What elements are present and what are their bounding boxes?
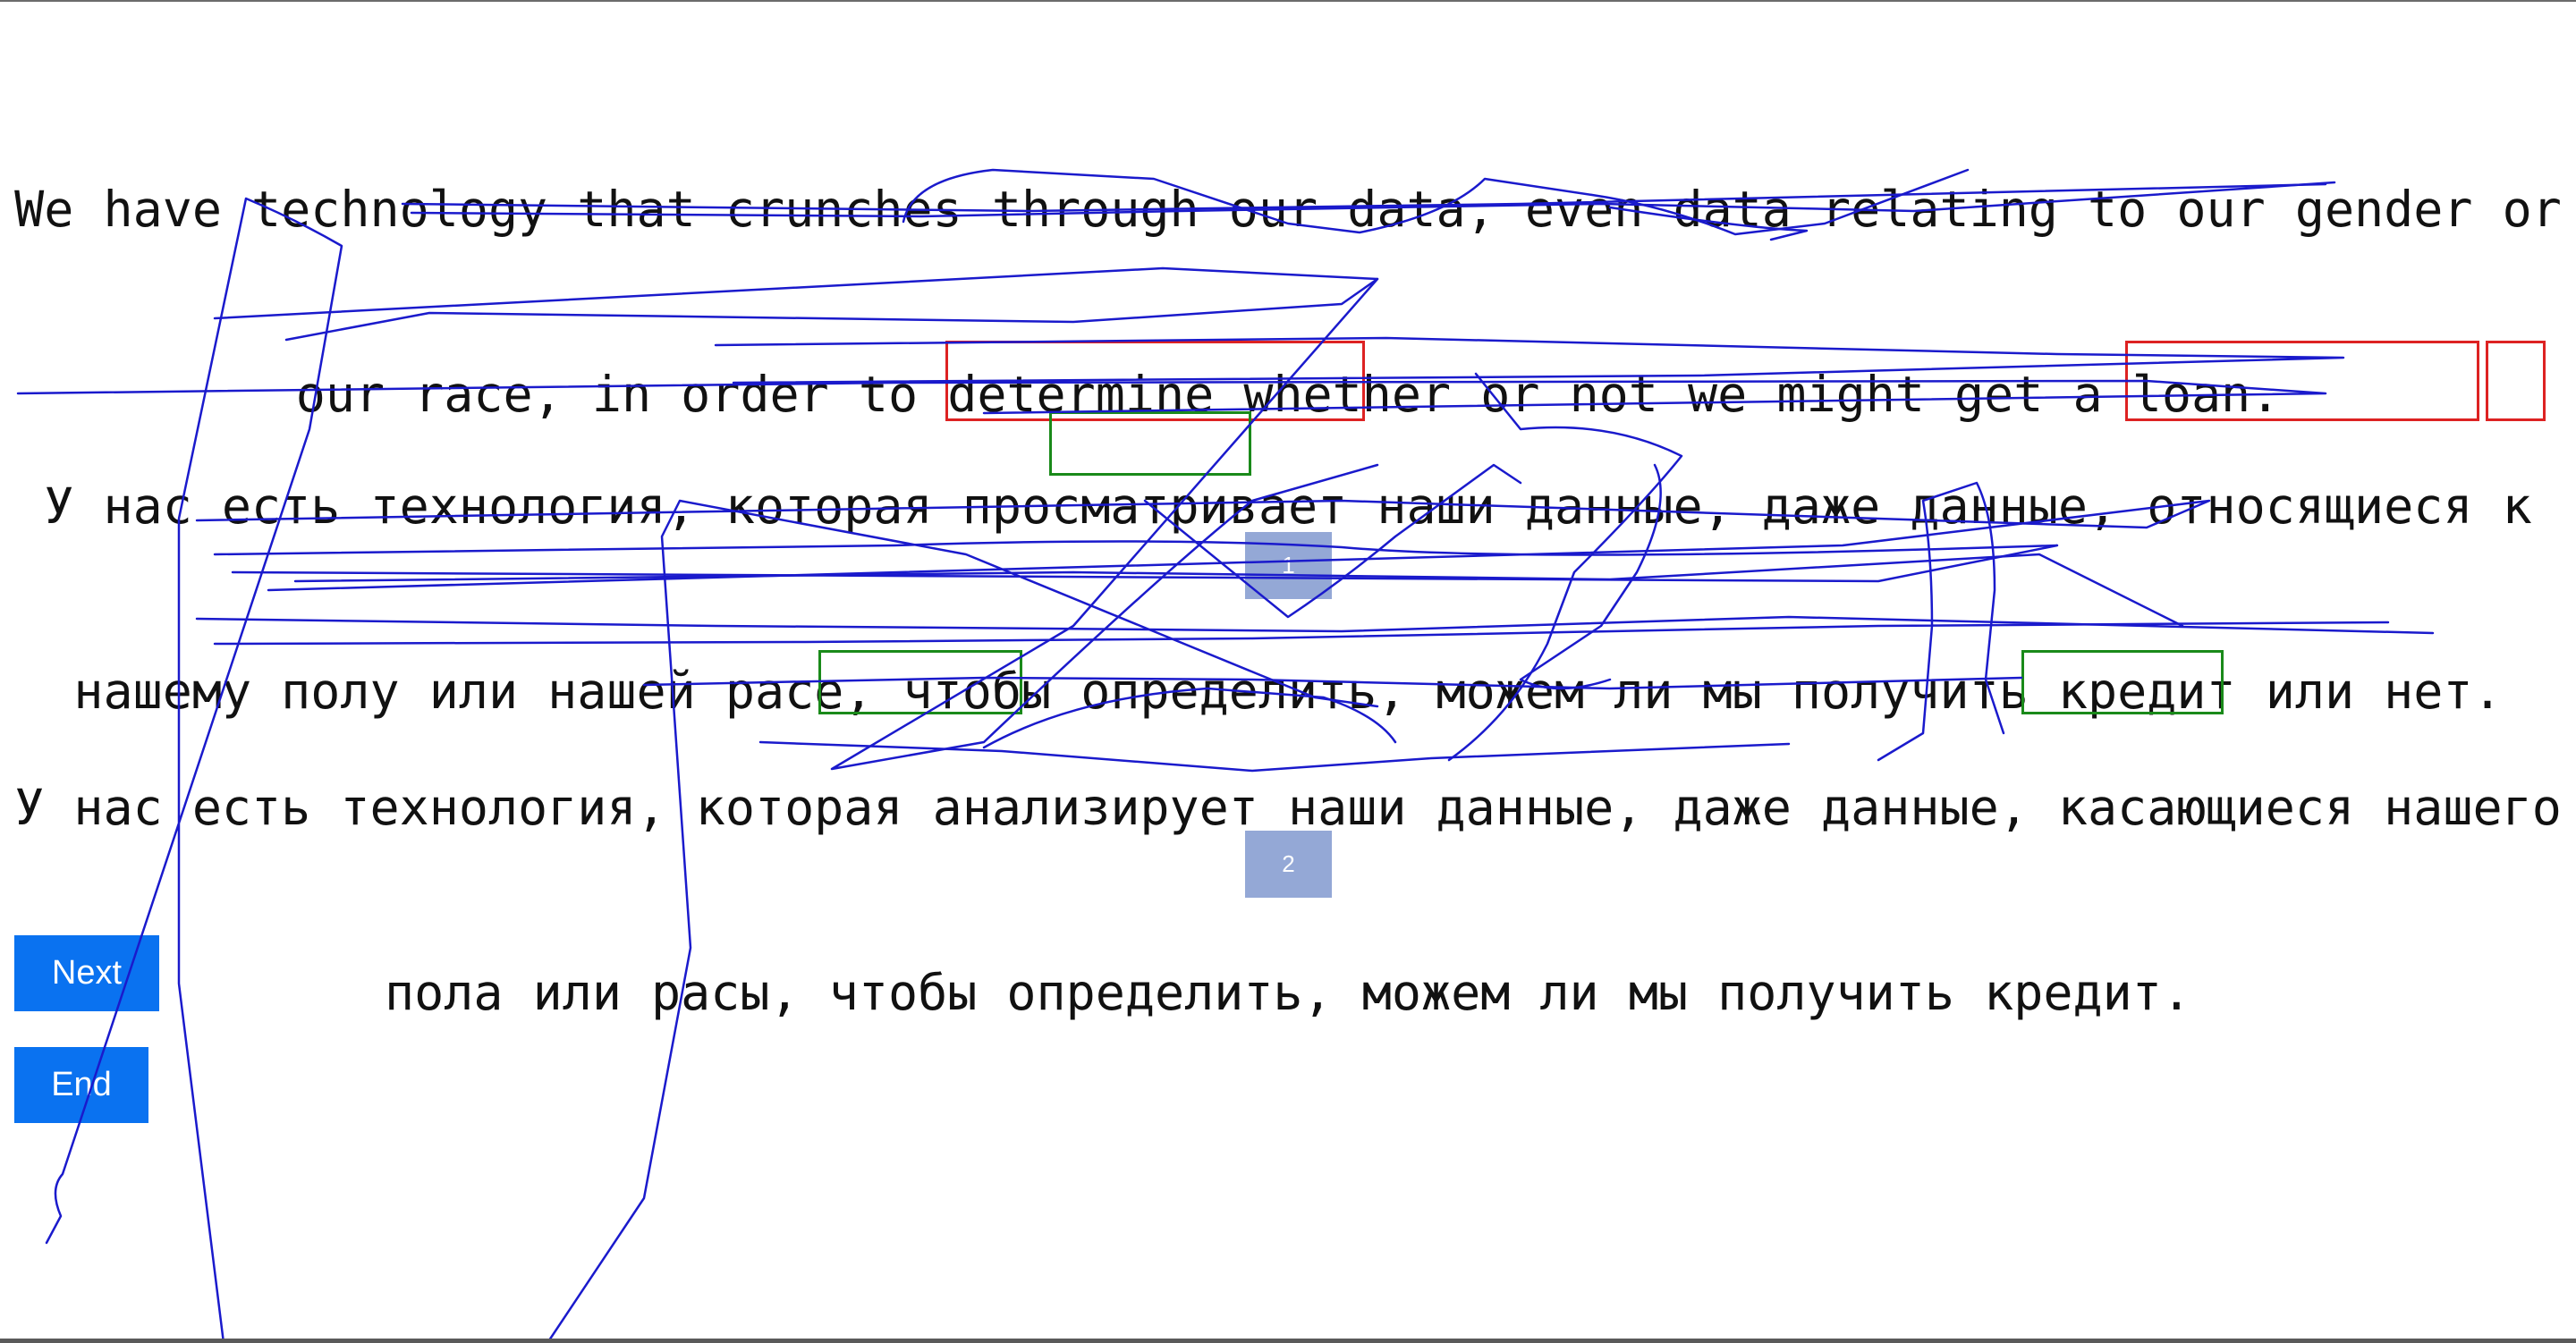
candidate-1-number-badge[interactable]: 1 (1245, 532, 1332, 599)
source-line-1: We have technology that crunches through… (14, 181, 2562, 238)
window-top-border (0, 0, 2576, 2)
end-button[interactable]: End (14, 1047, 148, 1123)
candidate1-line-1: У нас есть технология, которая просматри… (44, 477, 2532, 535)
candidate2-line-2: пола или расы, чтобы определить, можем л… (385, 964, 2191, 1021)
candidate2-line-1: У нас есть технология, которая анализиру… (14, 779, 2562, 836)
candidate-2-number-badge[interactable]: 2 (1245, 831, 1332, 898)
window-bottom-border (0, 1339, 2576, 1343)
next-button[interactable]: Next (14, 935, 159, 1011)
